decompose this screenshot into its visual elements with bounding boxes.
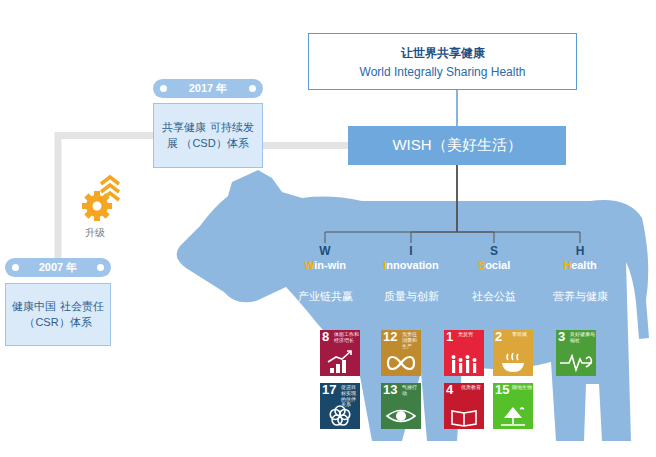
connector xyxy=(456,90,458,126)
upgrade-label: 升级 xyxy=(85,226,105,240)
sdg-icon: 3 良好健康与福祉 xyxy=(556,330,596,376)
goal-name: 促进目标实现的伙伴关系 xyxy=(341,385,359,408)
box-text: 共享健康 可持续发展 （CSD）体系 xyxy=(160,120,256,152)
goal-name: 优质教育 xyxy=(461,385,483,391)
goal-number: 17 xyxy=(322,383,336,397)
wish-box: WISH（美好生活） xyxy=(348,126,566,165)
goal-number: 15 xyxy=(495,383,509,397)
pillar-letter: S xyxy=(490,245,498,258)
pillar-letter: I xyxy=(409,245,412,258)
sdg-pictogram xyxy=(502,353,524,372)
connector xyxy=(325,165,457,243)
pillar-letter: W xyxy=(319,245,330,258)
goal-number: 4 xyxy=(446,383,453,397)
goal-name: 零饥饿 xyxy=(512,332,532,338)
pillar-name: Health xyxy=(563,259,597,271)
sdg-pictogram xyxy=(330,406,350,425)
cow-silhouette xyxy=(177,170,649,441)
pillar-subtitle: 社会公益 xyxy=(472,289,516,304)
sdg-pictogram xyxy=(328,351,351,373)
goal-name: 良好健康与福祉 xyxy=(570,332,595,344)
year-pill: 2007 年 xyxy=(5,258,111,277)
year-pill: 2017 年 xyxy=(153,79,263,98)
goal-number: 1 xyxy=(446,330,453,344)
title-box: 让世界共享健康 World Integrally Sharing Health xyxy=(308,33,577,90)
sdg-icon: 1 无贫穷 xyxy=(444,330,484,376)
pillar-column: IInnovation 质量与创新 xyxy=(371,243,451,306)
box-text: 健康中国 社会责任 （CSR）体系 xyxy=(12,299,104,331)
sdg-pictogram xyxy=(560,356,592,370)
sdg-icon: 12 负责任消费和生产 xyxy=(381,330,421,376)
sdg-pictogram xyxy=(387,411,415,422)
sdg-pictogram xyxy=(452,411,476,426)
sdg-pictogram xyxy=(452,355,477,373)
goal-name: 无贫穷 xyxy=(458,332,483,338)
box-text: 2007 年 xyxy=(39,260,78,275)
sdg-icon: 8 体面工作和经济增长 xyxy=(320,330,360,376)
sdg-pictogram xyxy=(501,407,525,425)
goal-name: 气候行动 xyxy=(402,385,420,397)
pillar-column: HHealth 营养与健康 xyxy=(540,243,620,306)
box-text: 让世界共享健康 xyxy=(401,45,485,62)
goal-number: 3 xyxy=(558,330,565,344)
pillar-name: Social xyxy=(478,259,510,271)
goal-name: 陆地生物 xyxy=(512,385,532,391)
sdg-icon: 4 优质教育 xyxy=(444,383,484,429)
goal-name: 负责任消费和生产 xyxy=(402,332,420,349)
pillar-subtitle: 营养与健康 xyxy=(553,289,608,304)
goal-number: 12 xyxy=(383,330,397,344)
system-box: 健康中国 社会责任 （CSR）体系 xyxy=(5,283,111,346)
pillar-name: Innovation xyxy=(383,259,439,271)
goal-name: 体面工作和经济增长 xyxy=(334,332,359,344)
pillar-column: SSocial 社会公益 xyxy=(454,243,534,306)
upgrade-chevrons xyxy=(101,177,119,200)
goal-number: 13 xyxy=(383,383,397,397)
sdg-icon: 15陆地生物 xyxy=(493,383,533,429)
pillar-subtitle: 产业链共赢 xyxy=(298,289,353,304)
connector xyxy=(58,136,153,259)
sdg-icon: 2 零饥饿 xyxy=(493,330,533,376)
goal-number: 2 xyxy=(495,330,502,344)
box-text: WISH（美好生活） xyxy=(392,136,521,155)
goal-number: 8 xyxy=(322,330,329,344)
connector xyxy=(411,165,457,243)
sdg-pictogram xyxy=(388,357,414,369)
pillar-column: WWin-win 产业链共赢 xyxy=(285,243,365,306)
system-box: 共享健康 可持续发展 （CSD）体系 xyxy=(153,103,263,168)
connector xyxy=(457,165,494,243)
connector xyxy=(263,142,348,149)
connector xyxy=(457,165,580,243)
box-text: 2017 年 xyxy=(189,81,228,96)
pillar-subtitle: 质量与创新 xyxy=(384,289,439,304)
pillar-name: Win-win xyxy=(304,259,346,271)
box-subtext: World Integrally Sharing Health xyxy=(360,65,526,79)
sdg-icon: 17 促进目标实现的伙伴关系 xyxy=(320,383,360,429)
pillar-letter: H xyxy=(576,245,585,258)
sdg-icon: 13 气候行动 xyxy=(381,383,421,429)
